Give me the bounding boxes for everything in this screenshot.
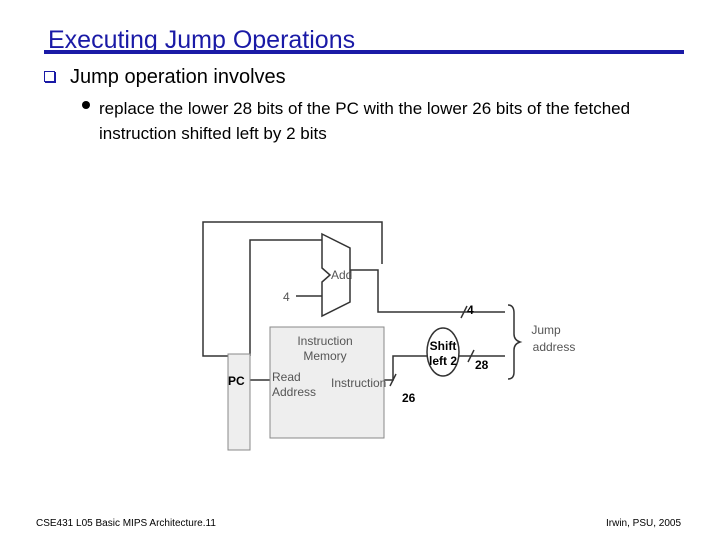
jump-address-line2: address (533, 340, 576, 354)
shift-line2: left 2 (429, 354, 457, 368)
pc-register (227, 353, 251, 451)
bus-slash-26 (389, 373, 397, 387)
pc-label: PC (228, 374, 245, 388)
bullet-sub: replace the lower 28 bits of the PC with… (99, 99, 631, 143)
bus-width-26: 26 (402, 391, 416, 405)
round-bullet-icon (82, 101, 90, 109)
imem-title-line2: Memory (303, 349, 346, 363)
bus-slash-28 (467, 349, 475, 363)
shift-left-2-unit (426, 327, 460, 377)
add-label: Add (331, 268, 352, 282)
bus-slash-top (460, 305, 468, 319)
title-underline (44, 50, 684, 54)
square-bullet-icon (44, 71, 55, 82)
pc-feedback-wire (202, 221, 383, 357)
instr-to-shift-wire (384, 355, 427, 381)
pc-to-add-wire (249, 239, 322, 356)
read-address-line1: Read (272, 370, 301, 384)
footer-right: Irwin, PSU, 2005 (606, 518, 682, 529)
slide-title: Executing Jump Operations (48, 26, 356, 54)
footer-left: CSE431 L05 Basic MIPS Architecture.11 (36, 518, 216, 529)
bus-width-top: 4 (467, 303, 474, 317)
imem-title-line1: Instruction (297, 334, 352, 348)
jump-address-line1: Jump (531, 323, 561, 337)
jump-address-brace (507, 304, 523, 380)
const-four: 4 (283, 290, 290, 304)
instruction-port-label: Instruction (331, 376, 386, 390)
bus-width-28: 28 (475, 358, 489, 372)
shift-line1: Shift (430, 339, 457, 353)
instruction-memory-block (269, 326, 385, 439)
bullet-main: Jump operation involves (70, 66, 286, 88)
add-unit (321, 232, 351, 318)
read-address-line2: Address (272, 385, 316, 399)
add-output-wire (350, 269, 505, 313)
